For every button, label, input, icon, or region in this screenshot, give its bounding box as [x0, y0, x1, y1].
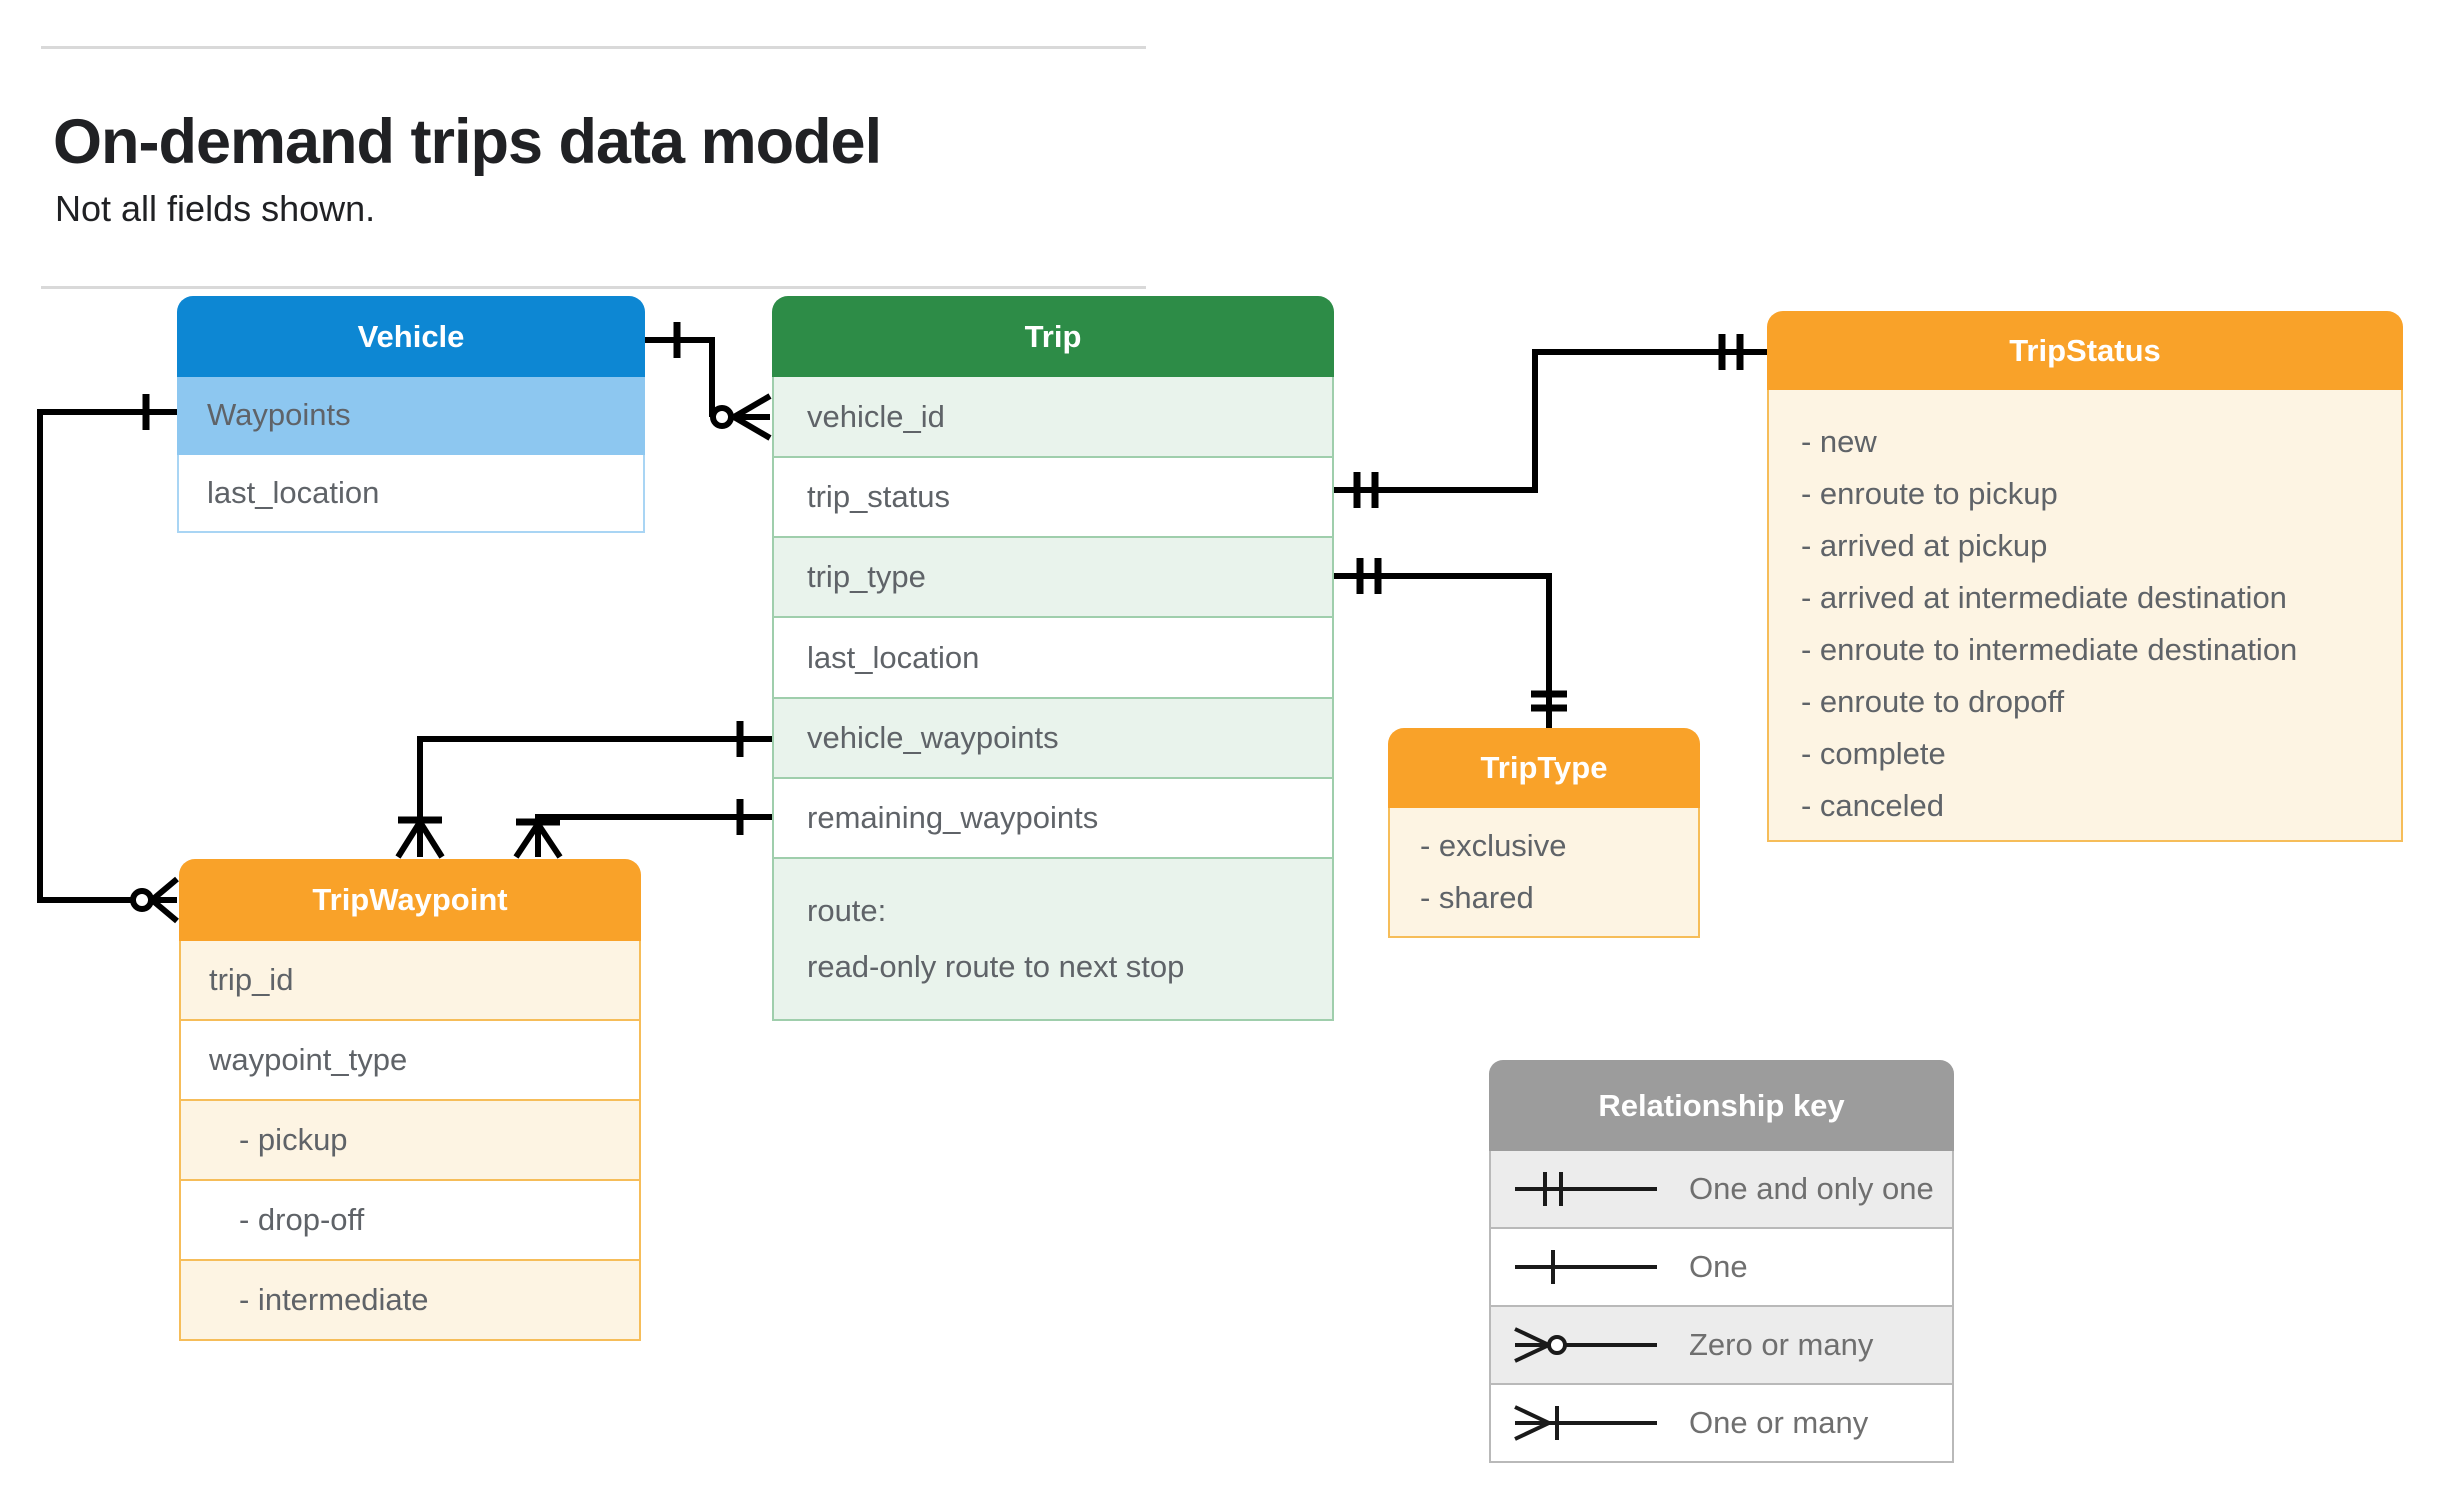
- entity-triptype-header: TripType: [1388, 728, 1700, 808]
- one-icon: [1511, 1239, 1661, 1295]
- enum-value-drop-off: - drop-off: [179, 1181, 641, 1261]
- enum-value-intermediate: - intermediate: [179, 1261, 641, 1341]
- entity-tripstatus: TripStatus - new - enroute to pickup - a…: [1767, 311, 2403, 842]
- zero-circle-icon: [130, 888, 154, 912]
- connector-trip-status-to-tripstatus: [1334, 334, 1767, 508]
- crow-foot-icon: [395, 820, 445, 859]
- key-label: One or many: [1689, 1405, 1869, 1440]
- entity-trip: Trip vehicle_id trip_status trip_type la…: [772, 296, 1334, 1021]
- field-tripwaypoint-trip-id: trip_id: [179, 941, 641, 1021]
- connector-vehicle-waypoints-to-tripwaypoint: [37, 394, 179, 924]
- entity-tripwaypoint-header: TripWaypoint: [179, 859, 641, 941]
- relationship-key: Relationship key One and only one One: [1489, 1060, 1954, 1463]
- key-label: Zero or many: [1689, 1327, 1874, 1362]
- enum-value: - arrived at intermediate destination: [1801, 580, 2287, 615]
- entity-tripstatus-body: - new - enroute to pickup - arrived at p…: [1767, 390, 2403, 842]
- enum-value: - new: [1801, 424, 1877, 459]
- entity-trip-header: Trip: [772, 296, 1334, 377]
- key-row-one-and-only-one: One and only one: [1489, 1151, 1954, 1229]
- connector-trip-type-to-triptype: [1334, 558, 1567, 728]
- field-trip-type: trip_type: [772, 538, 1334, 618]
- connector-remaining-waypoints-to-tripwaypoint: [513, 799, 772, 859]
- crow-foot-icon: [732, 393, 772, 441]
- enum-value: - canceled: [1801, 788, 1945, 823]
- relationship-key-header: Relationship key: [1489, 1060, 1954, 1151]
- field-trip-vehicle-waypoints: vehicle_waypoints: [772, 699, 1334, 779]
- enum-value: - enroute to pickup: [1801, 476, 2058, 511]
- divider-top: [41, 46, 1146, 49]
- enum-value: - exclusive: [1420, 828, 1567, 863]
- field-trip-remaining-waypoints: remaining_waypoints: [772, 779, 1334, 859]
- enum-value-pickup: - pickup: [179, 1101, 641, 1181]
- zero-circle-icon: [710, 405, 734, 429]
- field-vehicle-waypoints: Waypoints: [177, 377, 645, 455]
- one-or-many-icon: [1511, 1395, 1661, 1451]
- entity-vehicle: Vehicle Waypoints last_location: [177, 296, 645, 533]
- connector-vehicle-to-trip-vehicle-id: [645, 322, 772, 441]
- crow-foot-icon: [150, 876, 179, 924]
- one-and-only-one-icon: [1511, 1161, 1661, 1217]
- field-trip-route-line1: route:: [807, 893, 887, 928]
- enum-value: - shared: [1420, 880, 1534, 915]
- enum-value: - arrived at pickup: [1801, 528, 2048, 563]
- field-trip-status: trip_status: [772, 458, 1334, 538]
- connector-vehicle-waypoints-field-to-tripwaypoint: [395, 721, 772, 859]
- crow-foot-icon: [513, 822, 563, 859]
- zero-or-many-icon: [1511, 1317, 1661, 1373]
- page-title: On-demand trips data model: [53, 107, 882, 177]
- enum-value: - enroute to dropoff: [1801, 684, 2065, 719]
- page-subtitle: Not all fields shown.: [55, 188, 376, 229]
- field-trip-route: route: read-only route to next stop: [772, 859, 1334, 1021]
- key-row-one-or-many: One or many: [1489, 1385, 1954, 1463]
- entity-triptype: TripType - exclusive - shared: [1388, 728, 1700, 938]
- divider-bottom: [41, 286, 1146, 289]
- field-trip-route-line2: read-only route to next stop: [807, 949, 1185, 984]
- field-trip-last-location: last_location: [772, 618, 1334, 699]
- entity-tripstatus-header: TripStatus: [1767, 311, 2403, 390]
- key-label: One and only one: [1689, 1171, 1934, 1206]
- key-row-one: One: [1489, 1229, 1954, 1307]
- enum-value: - enroute to intermediate destination: [1801, 632, 2298, 667]
- key-row-zero-or-many: Zero or many: [1489, 1307, 1954, 1385]
- entity-triptype-body: - exclusive - shared: [1388, 808, 1700, 938]
- field-trip-vehicle-id: vehicle_id: [772, 377, 1334, 458]
- enum-value: - complete: [1801, 736, 1946, 771]
- entity-vehicle-header: Vehicle: [177, 296, 645, 377]
- key-label: One: [1689, 1249, 1748, 1284]
- entity-tripwaypoint: TripWaypoint trip_id waypoint_type - pic…: [179, 859, 641, 1341]
- field-vehicle-last-location: last_location: [177, 455, 645, 533]
- field-tripwaypoint-waypoint-type: waypoint_type: [179, 1021, 641, 1101]
